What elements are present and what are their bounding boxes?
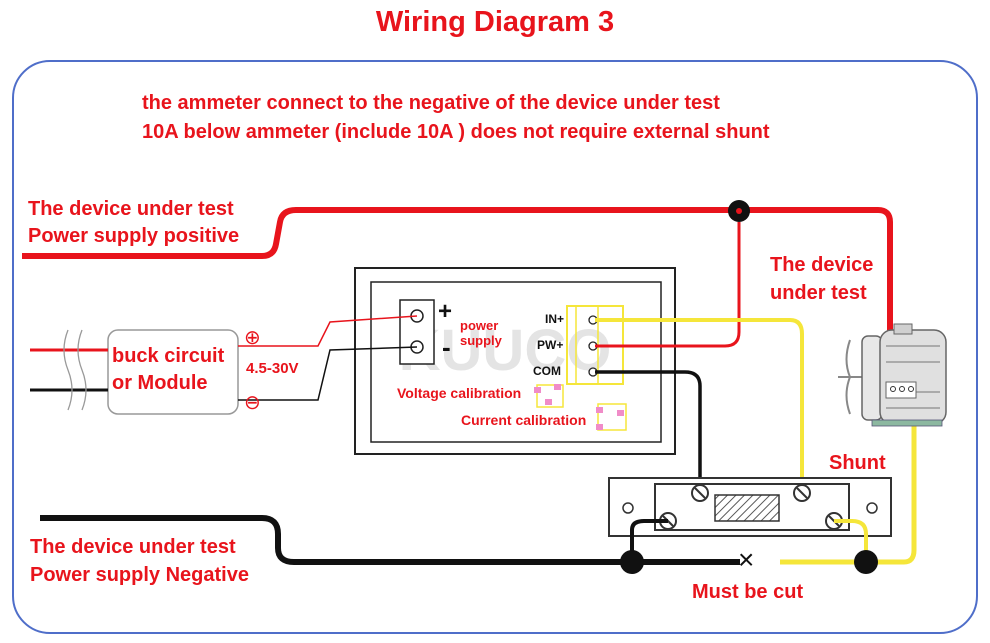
power-minus-sign: - [442, 332, 451, 362]
buck-negative-lead [238, 346, 418, 401]
positive-supply-wire [22, 207, 893, 395]
positive-supply-label-2: Power supply positive [28, 225, 240, 247]
pw-wire [595, 222, 741, 348]
motor-icon [838, 323, 947, 427]
terminal-in-label: IN+ [545, 312, 565, 326]
diagram-title: Wiring Diagram 3 [375, 6, 615, 38]
break-mark-2 [77, 329, 87, 411]
note-line-2: 10A below ammeter (include 10A ) does no… [142, 121, 770, 143]
shunt-hole-right [866, 502, 878, 514]
shunt-negative-lead [630, 519, 668, 562]
device-label-2: under test [770, 282, 867, 304]
buck-module [30, 315, 418, 415]
positive-supply-label-1: The device under test [28, 198, 234, 220]
shunt-hole-left [622, 502, 634, 514]
terminal-pw-label: PW+ [537, 338, 564, 352]
power-supply-label-2: supply [460, 333, 502, 348]
shunt-load-lead [834, 519, 868, 562]
device-label-1: The device [770, 254, 874, 276]
meter-module: KUUCO [354, 267, 676, 455]
negative-junction-node [620, 550, 644, 574]
must-be-cut-label: Must be cut [692, 581, 804, 603]
buck-positive-lead [238, 315, 418, 347]
negative-supply-wire [40, 515, 740, 565]
negative-supply-label-1: The device under test [30, 536, 236, 558]
power-supply-label-1: power [460, 318, 499, 333]
load-junction-node [854, 550, 878, 574]
note-line-1: the ammeter connect to the negative of t… [142, 92, 720, 114]
shunt [608, 477, 892, 537]
negative-supply-label-2: Power supply Negative [30, 564, 249, 586]
plus-symbol: ⊕ [244, 327, 261, 349]
minus-symbol: ⊖ [244, 392, 261, 414]
diagram-frame [12, 60, 978, 634]
buck-label-1: buck circuit [112, 345, 225, 367]
current-calibration-label: Current calibration [461, 412, 587, 428]
buck-label-2: or Module [112, 372, 208, 394]
shunt-resistor [714, 494, 780, 522]
device-return-wire [780, 392, 917, 565]
voltage-calibration-label: Voltage calibration [397, 385, 522, 401]
terminal-com-label: COM [533, 364, 561, 378]
current-calibration-pot [596, 403, 627, 431]
cut-mark-icon: × [738, 544, 755, 575]
buck-box [107, 329, 239, 415]
com-wire [595, 370, 702, 488]
voltage-range-label: 4.5-30V [246, 360, 299, 377]
in-wire [595, 318, 804, 488]
voltage-calibration-pot [534, 384, 564, 408]
power-plus-sign: + [438, 298, 453, 325]
shunt-label: Shunt [829, 452, 886, 474]
break-mark-1 [63, 329, 73, 411]
